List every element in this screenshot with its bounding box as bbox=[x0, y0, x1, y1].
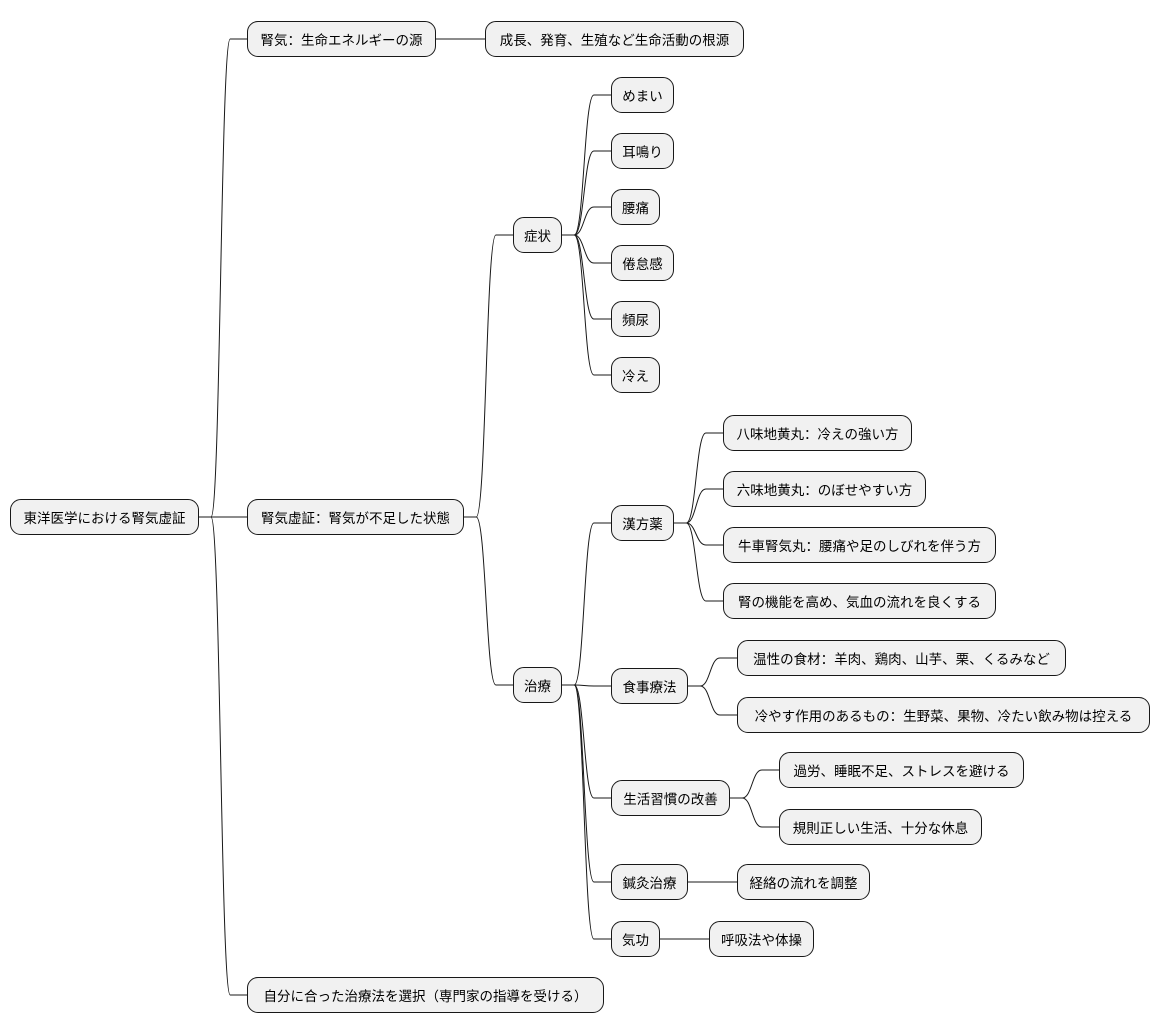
node-lifestyle-regular: 規則正しい生活、十分な休息 bbox=[779, 809, 982, 845]
connector-n-1-0-1 bbox=[562, 150, 611, 236]
connector-n-1-0-2 bbox=[562, 206, 611, 236]
connector-n-1-1-2 bbox=[562, 684, 611, 799]
node-kidney-qi: 腎気：生命エネルギーの源 bbox=[247, 21, 436, 57]
connector-n-1-1-4 bbox=[562, 684, 611, 940]
node-diet-warming: 温性の食材：羊肉、鶏肉、山芋、栗、くるみなど bbox=[737, 640, 1066, 676]
node-acupuncture-desc: 経絡の流れを調整 bbox=[737, 864, 870, 900]
connector-n-1-1-0-1 bbox=[674, 488, 723, 524]
connector-n-1-1-1-0 bbox=[688, 657, 737, 687]
node-kampo-effect: 腎の機能を高め、気血の流れを良くする bbox=[723, 583, 996, 619]
connector-n-1-0-5 bbox=[562, 234, 611, 376]
node-kampo-goshajinki: 牛車腎気丸：腰痛や足のしびれを伴う方 bbox=[723, 527, 996, 563]
connector-n-2 bbox=[199, 516, 247, 996]
node-treatment: 治療 bbox=[513, 667, 562, 703]
connector-n-1-0-4 bbox=[562, 234, 611, 320]
connector-n-1-1-0-0 bbox=[674, 432, 723, 524]
connector-n-1-0-3 bbox=[562, 234, 611, 264]
node-kidney-qi-deficiency: 腎気虚証：腎気が不足した状態 bbox=[247, 499, 464, 535]
node-symptoms: 症状 bbox=[513, 217, 562, 253]
connector-n-1-1-0-3 bbox=[674, 522, 723, 602]
node-kampo-hachimi: 八味地黄丸：冷えの強い方 bbox=[723, 415, 912, 451]
node-lifestyle: 生活習慣の改善 bbox=[611, 780, 730, 816]
connector-n-1-1-1-1 bbox=[688, 685, 737, 716]
connector-n-1-1-2-0 bbox=[730, 769, 779, 799]
node-root: 東洋医学における腎気虚証 bbox=[10, 499, 199, 535]
node-diet-therapy: 食事療法 bbox=[611, 668, 688, 704]
connector-n-1-1-0 bbox=[562, 522, 611, 686]
node-acupuncture: 鍼灸治療 bbox=[611, 864, 688, 900]
node-kampo: 漢方薬 bbox=[611, 505, 674, 541]
node-symptom-tinnitus: 耳鳴り bbox=[611, 133, 674, 169]
node-kampo-rokumi: 六味地黄丸：のぼせやすい方 bbox=[723, 471, 926, 507]
connector-n-1-1 bbox=[464, 516, 513, 686]
node-symptom-back-pain: 腰痛 bbox=[611, 189, 660, 225]
node-kidney-qi-desc: 成長、発育、生殖など生命活動の根源 bbox=[485, 21, 744, 57]
node-symptom-fatigue: 倦怠感 bbox=[611, 245, 674, 281]
node-choose-treatment: 自分に合った治療法を選択（専門家の指導を受ける） bbox=[247, 977, 604, 1013]
node-qigong: 気功 bbox=[611, 921, 660, 957]
connector-n-1-0 bbox=[464, 234, 513, 518]
connector-n-0 bbox=[199, 38, 247, 518]
node-symptom-frequent-urination: 頻尿 bbox=[611, 301, 660, 337]
connector-n-1-1-0-2 bbox=[674, 522, 723, 546]
node-symptom-coldness: 冷え bbox=[611, 357, 660, 393]
node-qigong-desc: 呼吸法や体操 bbox=[709, 921, 814, 957]
node-diet-cooling: 冷やす作用のあるもの：生野菜、果物、冷たい飲み物は控える bbox=[737, 697, 1150, 733]
connector-n-1-1-3 bbox=[562, 684, 611, 883]
connector-n-1-1-2-1 bbox=[730, 797, 779, 828]
node-lifestyle-avoid: 過労、睡眠不足、ストレスを避ける bbox=[779, 752, 1024, 788]
connector-n-1-0-0 bbox=[562, 94, 611, 236]
node-symptom-dizziness: めまい bbox=[611, 77, 674, 113]
